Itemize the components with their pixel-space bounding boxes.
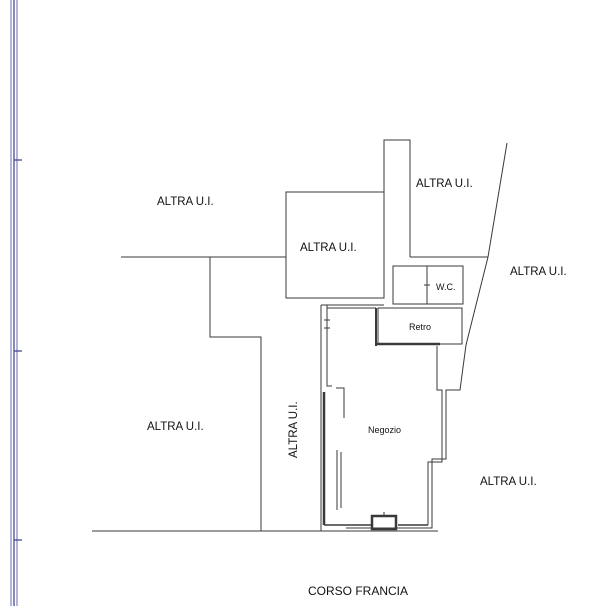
wc-room xyxy=(392,265,464,305)
entrance-door xyxy=(370,514,398,531)
label-altra-center-block: ALTRA U.I. xyxy=(300,242,357,254)
label-street: CORSO FRANCIA xyxy=(308,584,408,598)
shop-east-wall xyxy=(346,256,489,529)
label-altra-right: ALTRA U.I. xyxy=(510,266,567,278)
label-negozio: Negozio xyxy=(368,425,401,435)
label-altra-se: ALTRA U.I. xyxy=(480,476,537,488)
center-block-boundary xyxy=(285,191,385,299)
north-strip-boundary xyxy=(383,139,411,257)
label-altra-top-right: ALTRA U.I. xyxy=(416,178,473,190)
retro-room xyxy=(377,307,463,345)
label-altra-nw: ALTRA U.I. xyxy=(157,196,214,208)
label-retro: Retro xyxy=(409,322,431,332)
diagonal-boundary xyxy=(487,142,508,258)
label-wc: W.C. xyxy=(436,282,456,292)
shop-west-wall-inner xyxy=(326,305,332,387)
west-unit-boundary xyxy=(209,257,262,531)
page-frame-ruler xyxy=(10,0,22,606)
shop-east-inner-wall xyxy=(427,346,443,525)
label-altra-vertical: ALTRA U.I. xyxy=(288,401,300,458)
interior-pillar xyxy=(336,387,345,418)
label-altra-sw: ALTRA U.I. xyxy=(147,421,204,433)
